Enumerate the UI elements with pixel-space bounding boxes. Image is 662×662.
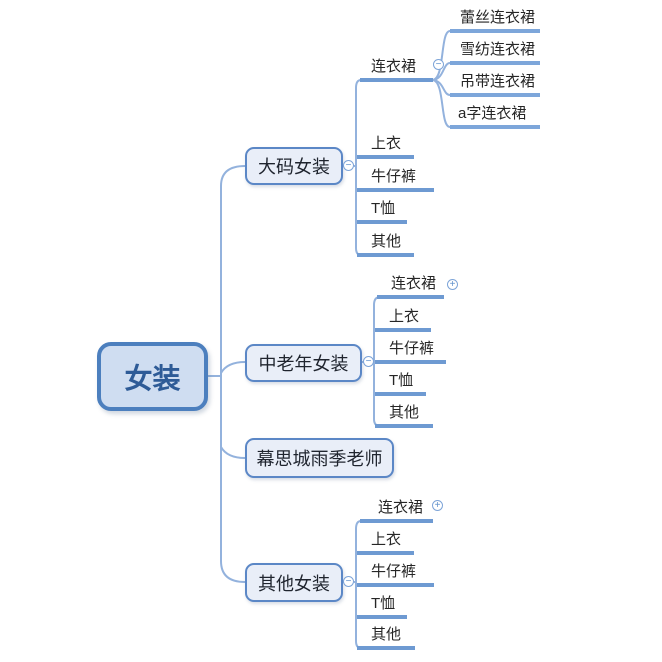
subtopic[interactable]: 连衣裙 [371,58,417,75]
subtopic[interactable]: 连衣裙 [378,499,424,516]
branch-topic[interactable]: 幕思城雨季老师 [245,438,394,478]
expand-icon[interactable]: + [447,279,458,290]
connector-path [432,62,451,81]
sub-subtopic[interactable]: a字连衣裙 [458,105,527,122]
connector-path [220,560,246,583]
subtopic[interactable]: 其他 [371,233,402,250]
expand-icon[interactable]: + [432,500,443,511]
subtopic[interactable]: 牛仔裤 [389,340,435,357]
subtopic[interactable]: 上衣 [371,135,402,152]
topic-underlines-level4 [450,29,540,129]
connector-path [220,361,246,374]
branch-topic[interactable]: 中老年女装 [245,344,362,382]
branch-topic[interactable]: 大码女装 [245,147,343,185]
connector-path [220,446,246,459]
subtopic[interactable]: 连衣裙 [391,275,437,292]
collapse-icon[interactable]: − [343,576,354,587]
collapse-icon[interactable]: − [433,59,444,70]
subtopic[interactable]: T恤 [371,200,396,217]
branch-topic[interactable]: 其他女装 [245,563,343,602]
connector-path [220,165,246,187]
sub-subtopic[interactable]: 蕾丝连衣裙 [460,9,536,26]
subtopic[interactable]: 牛仔裤 [371,563,417,580]
sub-subtopic[interactable]: 雪纺连衣裙 [460,41,536,58]
subtopic[interactable]: 牛仔裤 [371,168,417,185]
connector-path [432,30,451,81]
subtopic[interactable]: T恤 [389,372,414,389]
subtopic[interactable]: T恤 [371,595,396,612]
sub-subtopic[interactable]: 吊带连衣裙 [460,73,536,90]
connector-path [432,79,451,128]
subtopic[interactable]: 其他 [389,404,420,421]
subtopic[interactable]: 上衣 [389,308,420,325]
root-topic[interactable]: 女装 [97,342,208,411]
collapse-icon[interactable]: − [343,160,354,171]
connector-path [355,79,362,256]
subtopic[interactable]: 上衣 [371,531,402,548]
collapse-icon[interactable]: − [363,356,374,367]
topic-underlines-level3 [357,78,446,650]
subtopic[interactable]: 其他 [371,626,402,643]
root-branch-connectors [208,165,246,583]
